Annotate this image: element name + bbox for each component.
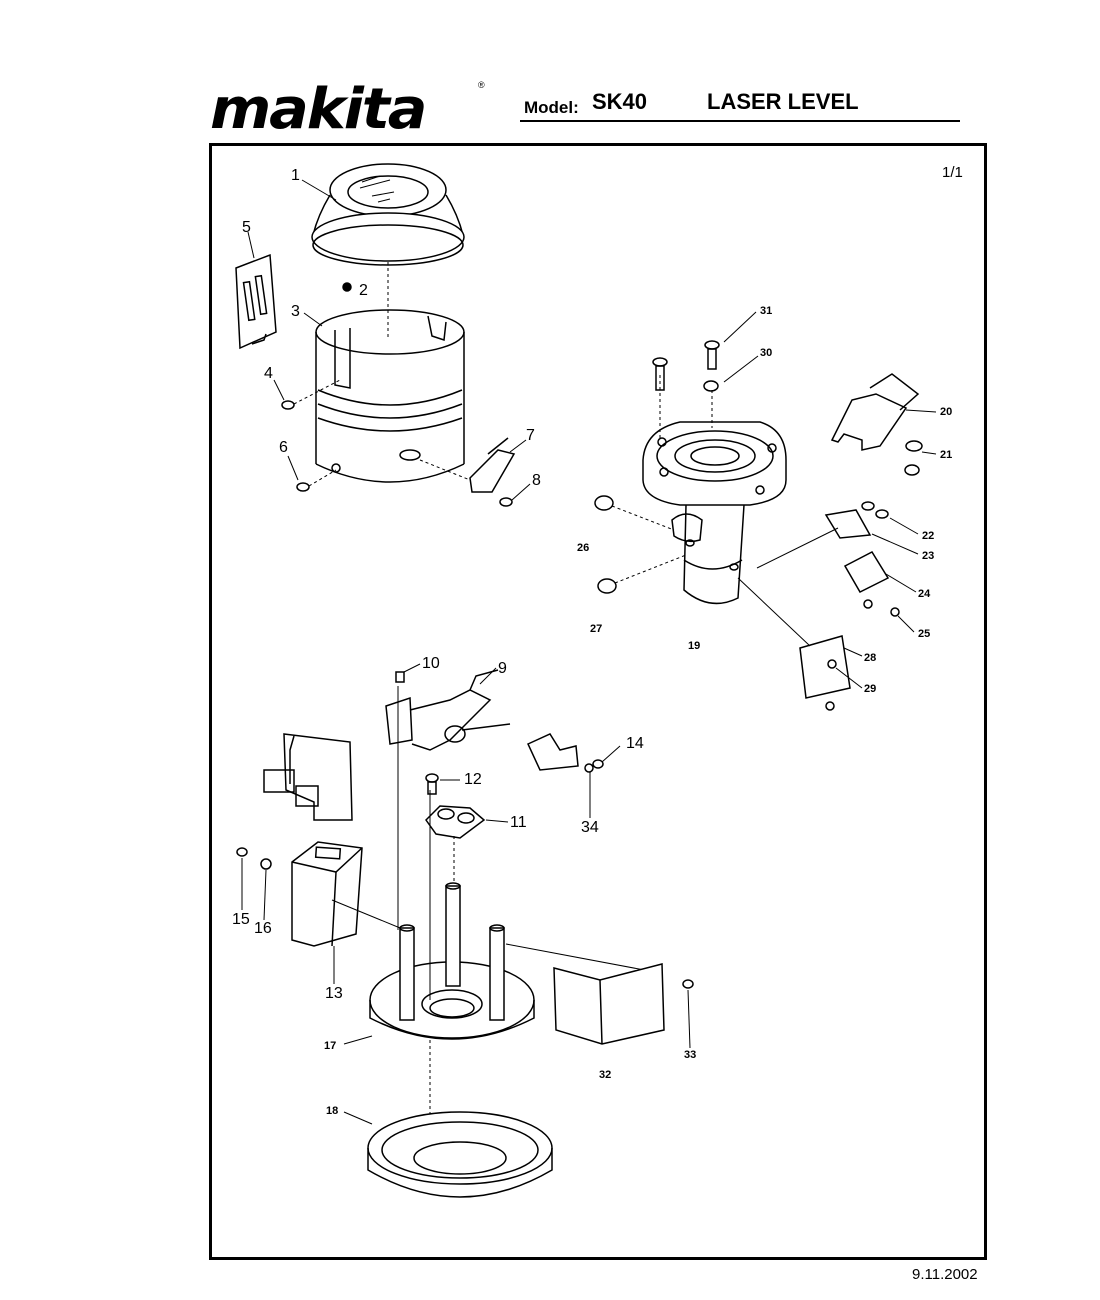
callout-1: 1 <box>291 167 300 184</box>
callout-7: 7 <box>526 427 535 444</box>
callout-24: 24 <box>918 588 931 600</box>
part-bearing-block <box>425 773 486 882</box>
callout-23: 23 <box>922 550 934 562</box>
sheet-date: 9.11.2002 <box>912 1266 978 1283</box>
part-switch-frame <box>263 733 353 821</box>
callout-31: 31 <box>760 305 772 317</box>
part-window-plate <box>235 253 277 350</box>
callout-10: 10 <box>422 655 440 672</box>
part-pcb-plate <box>737 577 851 711</box>
callout-28: 28 <box>864 652 876 664</box>
callout-34: 34 <box>581 819 599 836</box>
callout-26: 26 <box>577 542 589 554</box>
callout-22: 22 <box>922 530 934 542</box>
model-label: Model: <box>524 98 579 117</box>
callout-18: 18 <box>326 1105 338 1117</box>
part-latch <box>419 437 516 507</box>
callout-12: 12 <box>464 771 482 788</box>
callout-32: 32 <box>599 1069 611 1081</box>
part-adjuster-screws <box>594 495 687 594</box>
part-battery-box <box>236 841 406 947</box>
makita-logo: makita ® <box>210 78 485 138</box>
callout-25: 25 <box>918 628 930 640</box>
part-screw <box>342 262 389 340</box>
product-name: LASER LEVEL <box>707 89 859 114</box>
page-number: 1/1 <box>942 164 963 181</box>
callout-11: 11 <box>510 814 527 831</box>
callout-13: 13 <box>325 985 343 1002</box>
part-pendulum-bracket <box>385 669 604 773</box>
logo-wordmark: makita <box>210 78 425 138</box>
callout-3: 3 <box>291 303 300 320</box>
callout-2: 2 <box>359 282 368 299</box>
model-number: SK40 <box>592 89 648 114</box>
callout-15: 15 <box>232 911 250 928</box>
callout-30: 30 <box>760 347 772 359</box>
callout-8: 8 <box>532 472 541 489</box>
header-rule <box>520 120 960 122</box>
part-laser-head <box>642 375 787 605</box>
callout-19: 19 <box>688 640 700 652</box>
part-mount-plates <box>756 501 900 617</box>
callout-29: 29 <box>864 683 876 695</box>
callout-21: 21 <box>940 449 952 461</box>
leader-lines <box>241 179 937 1125</box>
callout-4: 4 <box>264 365 273 382</box>
callout-17: 17 <box>324 1040 336 1052</box>
part-diode-bracket <box>830 373 923 476</box>
callout-16: 16 <box>254 920 272 937</box>
callout-27: 27 <box>590 623 602 635</box>
diagram-frame <box>209 143 987 1260</box>
part-bolts-top <box>652 340 720 392</box>
part-bottom-base <box>367 1111 553 1198</box>
callout-labels: 1 2 3 4 5 6 7 8 9 10 11 12 13 14 15 16 1… <box>232 167 952 1117</box>
svg-text:®: ® <box>478 80 485 90</box>
callout-9: 9 <box>498 660 507 677</box>
callout-20: 20 <box>940 406 952 418</box>
part-shield <box>553 963 694 1045</box>
part-housing <box>315 309 465 483</box>
part-base-plate <box>369 686 656 1150</box>
callout-5: 5 <box>242 219 251 236</box>
part-small-screws <box>281 379 341 492</box>
part-top-cover <box>311 163 465 266</box>
callout-33: 33 <box>684 1049 696 1061</box>
callout-14: 14 <box>626 735 644 752</box>
callout-6: 6 <box>279 439 288 456</box>
